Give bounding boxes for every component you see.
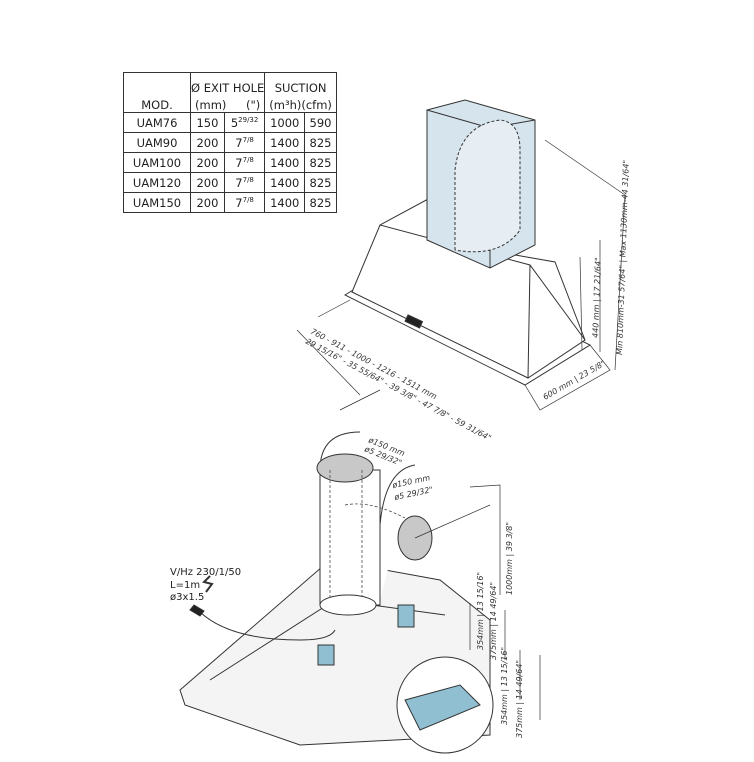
bracket-a-label: 354mm | 13 15/16" bbox=[476, 572, 485, 650]
inner-duct bbox=[454, 119, 521, 253]
cell-suction-m3h: 1400 bbox=[264, 192, 306, 213]
cell-model: UAM150 bbox=[123, 192, 191, 213]
hood-height-label: 440 mm | 17 21/64" bbox=[591, 257, 603, 338]
power-cable-label: ø3x1.5 bbox=[170, 592, 204, 603]
exit-in-fraction: 7/8 bbox=[242, 195, 254, 204]
header-exit-hole-title: Ø EXIT HOLE bbox=[191, 81, 265, 95]
lightning-icon bbox=[202, 575, 214, 593]
cell-exit-mm: 200 bbox=[190, 172, 225, 193]
header-suction-m3h: (m³h) bbox=[269, 98, 302, 112]
duct-height-label: 1000mm | 39 3/8" bbox=[505, 522, 514, 595]
hood-isometric-drawing: 760 - 911 - 1000 - 1216 - 1511 mm 29 15/… bbox=[296, 99, 631, 443]
exit-in-fraction: 7/8 bbox=[242, 155, 254, 164]
header-exit-mm: (mm) bbox=[195, 98, 227, 112]
cell-suction-cfm: 590 bbox=[304, 112, 337, 133]
exit-in-whole: 7 bbox=[235, 195, 243, 210]
power-plug-icon bbox=[189, 604, 205, 617]
bracket-left bbox=[317, 644, 335, 666]
exit-in-whole: 5 bbox=[230, 115, 239, 130]
cell-exit-in: 77/8 bbox=[223, 192, 266, 213]
header-model: MOD. bbox=[123, 72, 191, 113]
header-exit-hole: Ø EXIT HOLE (mm) (") bbox=[189, 72, 266, 113]
cell-suction-m3h: 1000 bbox=[264, 112, 306, 133]
bracket-right bbox=[397, 604, 415, 628]
exit-in-whole: 7 bbox=[235, 155, 243, 170]
exit-in-whole: 7 bbox=[235, 135, 243, 150]
exit-in-fraction: 29/32 bbox=[238, 115, 259, 124]
width-mm-label: 760 - 911 - 1000 - 1216 - 1511 mm bbox=[309, 327, 438, 402]
cell-suction-cfm: 825 bbox=[304, 152, 337, 173]
power-cord bbox=[199, 611, 336, 641]
duct-top-opening bbox=[316, 453, 374, 483]
cell-suction-cfm: 825 bbox=[304, 172, 337, 193]
power-length-label: L=1m bbox=[170, 580, 200, 591]
exit-in-fraction: 7/8 bbox=[242, 135, 254, 144]
cell-model: UAM76 bbox=[123, 112, 191, 133]
cell-model: UAM120 bbox=[123, 172, 191, 193]
control-button bbox=[404, 314, 424, 329]
header-exit-in: (") bbox=[246, 98, 261, 112]
detail-b-label: 375mm | 14 49/64" bbox=[515, 660, 524, 738]
table-header-row: MOD. Ø EXIT HOLE (mm) (") SUCTION (m³h) … bbox=[123, 72, 337, 113]
vertical-duct bbox=[319, 469, 381, 606]
power-voltage-label: V/Hz 230/1/50 bbox=[170, 567, 241, 578]
header-suction-cfm: (cfm) bbox=[301, 98, 332, 112]
exit-in-whole: 7 bbox=[235, 175, 243, 190]
cell-suction-m3h: 1400 bbox=[264, 132, 306, 153]
exit-in-fraction: 7/8 bbox=[242, 175, 254, 184]
header-suction: SUCTION (m³h) (cfm) bbox=[264, 72, 337, 113]
installation-drawing: V/Hz 230/1/50 L=1m ø3x1.5 ø150 mm ø5 29/… bbox=[170, 431, 541, 754]
bracket-b-label: 375mm | 14 49/64" bbox=[489, 582, 498, 660]
cell-suction-cfm: 825 bbox=[304, 192, 337, 213]
cell-suction-m3h: 1400 bbox=[264, 172, 306, 193]
cell-exit-in: 77/8 bbox=[223, 172, 266, 193]
total-height-label: Min 810mm-31 57/64" | Max 1130mm-44 31/6… bbox=[615, 160, 631, 355]
detail-a-label: 354mm | 13 15/16" bbox=[500, 647, 509, 725]
cell-exit-in: 77/8 bbox=[223, 132, 266, 153]
header-suction-title: SUCTION bbox=[274, 81, 327, 95]
model-spec-table: MOD. Ø EXIT HOLE (mm) (") SUCTION (m³h) … bbox=[123, 72, 337, 213]
